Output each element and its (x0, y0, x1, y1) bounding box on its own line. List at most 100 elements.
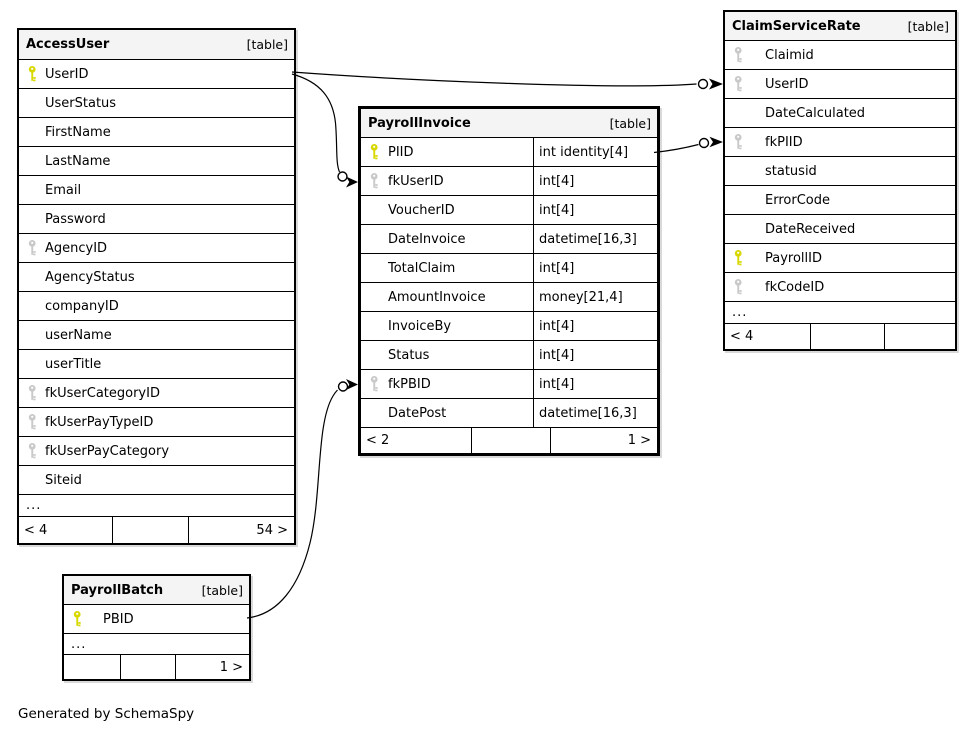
footer-cell-left (64, 655, 120, 679)
column-row[interactable]: fkUserCategoryID (19, 379, 294, 408)
column-row[interactable]: UserID (19, 60, 294, 89)
column-row[interactable]: statusid (725, 157, 955, 186)
footer-cell-left: < 4 (24, 522, 48, 538)
foreign-key-icon (725, 75, 765, 93)
column-name: Email (45, 182, 82, 198)
table-header[interactable]: ClaimServiceRate[table] (725, 12, 955, 41)
column-row[interactable]: PIID int identity[4] (361, 138, 657, 167)
column-row[interactable]: userName (19, 321, 294, 350)
column-name-cell: fkUserID (361, 167, 534, 195)
column-row[interactable]: PayrollID (725, 244, 955, 273)
footer-cell-mid (471, 428, 550, 453)
table-header[interactable]: AccessUser[table] (19, 30, 294, 60)
column-name-cell: UserStatus (19, 89, 294, 117)
column-type: int[4] (539, 347, 575, 363)
column-name: PBID (103, 611, 134, 627)
column-row[interactable]: PBID (64, 605, 249, 634)
column-name: Password (45, 211, 106, 227)
table-header[interactable]: PayrollBatch [table] (64, 576, 249, 605)
primary-key-icon (64, 610, 103, 628)
primary-key-icon (361, 143, 388, 161)
column-name: fkUserID (388, 173, 444, 189)
column-row[interactable]: AgencyID (19, 234, 294, 263)
column-name: AgencyID (45, 240, 108, 256)
column-row[interactable]: AgencyStatus (19, 263, 294, 292)
column-row[interactable]: userTitle (19, 350, 294, 379)
column-type: int identity[4] (539, 144, 629, 160)
column-name-cell: userName (19, 321, 294, 349)
column-name: PayrollID (765, 250, 822, 266)
column-name: fkPIID (765, 134, 803, 150)
column-row[interactable]: UserStatus (19, 89, 294, 118)
column-name-cell: fkPIID (725, 128, 955, 156)
column-row[interactable]: UserID (725, 70, 955, 99)
column-name-cell: fkCodeID (725, 273, 955, 301)
column-type: int[4] (539, 318, 575, 334)
column-row[interactable]: ErrorCode (725, 186, 955, 215)
foreign-key-icon (19, 239, 45, 257)
column-row[interactable]: fkPBID int[4] (361, 370, 657, 399)
column-name-cell: Password (19, 205, 294, 233)
table-payrollinvoice[interactable]: PayrollInvoice[table] PIID int identity[4]… (358, 106, 660, 456)
column-name: statusid (765, 163, 817, 179)
column-name-cell: PBID (64, 605, 249, 633)
column-name: LastName (45, 153, 111, 169)
column-name-cell: Email (19, 176, 294, 204)
column-row[interactable]: LastName (19, 147, 294, 176)
column-name: PIID (388, 144, 414, 160)
foreign-key-icon (361, 172, 388, 190)
column-name-cell: DateInvoice (361, 225, 534, 253)
column-row[interactable]: DateCalculated (725, 99, 955, 128)
column-name: fkPBID (388, 376, 431, 392)
table-type-tag: [table] (201, 582, 243, 598)
column-type: int[4] (539, 376, 575, 392)
column-row[interactable]: fkUserPayTypeID (19, 408, 294, 437)
column-name-cell: ErrorCode (725, 186, 955, 214)
foreign-key-icon (19, 413, 45, 431)
foreign-key-icon (725, 133, 765, 151)
column-name-cell: fkUserPayTypeID (19, 408, 294, 436)
column-name-cell: VoucherID (361, 196, 534, 224)
column-name: companyID (45, 298, 119, 314)
column-name-cell: AmountInvoice (361, 283, 534, 311)
footer-cell-mid (120, 655, 175, 679)
column-row[interactable]: fkPIID (725, 128, 955, 157)
table-header[interactable]: PayrollInvoice[table] (361, 109, 657, 138)
column-name: AmountInvoice (388, 289, 486, 305)
table-payrollbatch[interactable]: PayrollBatch[table]PBID...1 > (62, 574, 251, 681)
column-row[interactable]: companyID (19, 292, 294, 321)
column-name: AgencyStatus (45, 269, 135, 285)
column-row[interactable]: DateReceived (725, 215, 955, 244)
column-row[interactable]: VoucherID int[4] (361, 196, 657, 225)
column-row[interactable]: FirstName (19, 118, 294, 147)
column-name: Siteid (45, 472, 82, 488)
column-type: int[4] (539, 260, 575, 276)
footer-cell-mid (810, 324, 884, 349)
column-row[interactable]: Email (19, 176, 294, 205)
column-type: int[4] (539, 202, 575, 218)
table-title: PayrollBatch (71, 582, 164, 598)
column-name-cell: UserID (725, 70, 955, 98)
truncation-indicator: ... (19, 495, 294, 517)
column-name-cell: companyID (19, 292, 294, 320)
column-row[interactable]: fkCodeID (725, 273, 955, 302)
column-name-cell: userTitle (19, 350, 294, 378)
column-row[interactable]: Password (19, 205, 294, 234)
column-name: userTitle (45, 356, 102, 372)
foreign-key-icon (725, 278, 765, 296)
column-row[interactable]: Siteid (19, 466, 294, 495)
column-row[interactable]: Claimid (725, 41, 955, 70)
column-row[interactable]: fkUserPayCategory (19, 437, 294, 466)
column-name: fkUserPayCategory (45, 443, 170, 459)
